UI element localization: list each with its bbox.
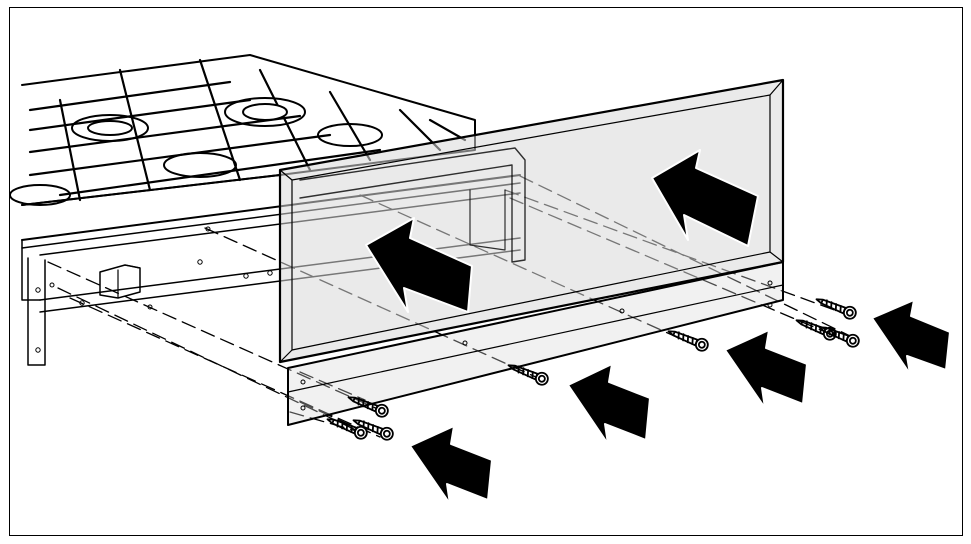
screw — [818, 326, 860, 348]
screw — [795, 319, 837, 341]
screw — [667, 330, 709, 352]
arrow-icon — [567, 363, 651, 445]
arrow-icon — [365, 217, 473, 313]
direction-arrows — [365, 149, 951, 505]
arrow-icon — [409, 425, 493, 505]
screw — [815, 298, 857, 320]
screw — [326, 418, 368, 440]
screw — [347, 396, 389, 418]
arrow-icon — [724, 329, 808, 409]
screw — [507, 364, 549, 386]
screw — [352, 419, 394, 441]
arrow-icon — [871, 299, 951, 375]
screws — [326, 298, 860, 441]
arrow-icon — [651, 149, 759, 247]
front-panel — [278, 78, 785, 426]
